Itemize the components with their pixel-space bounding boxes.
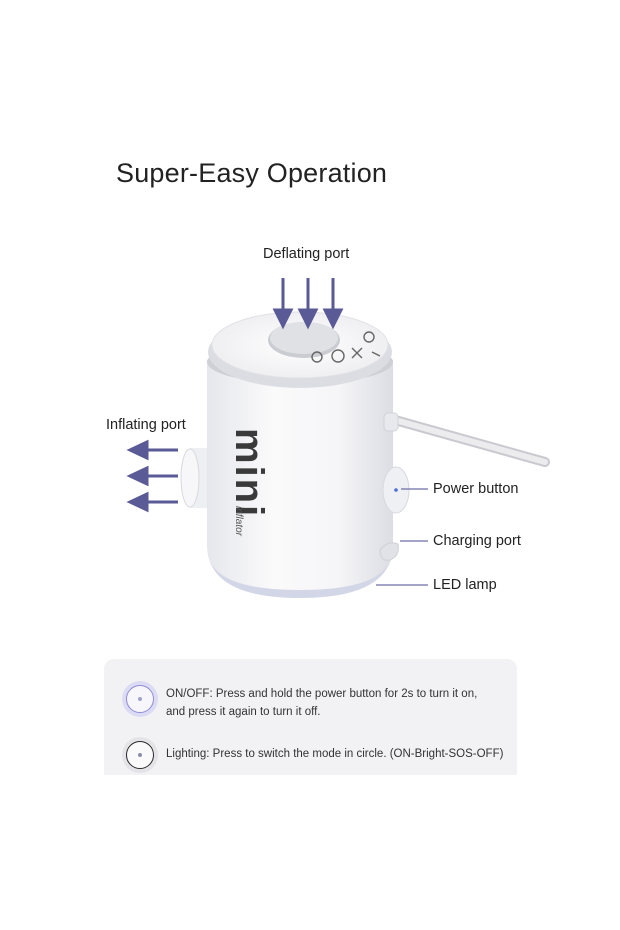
inflating-arrows (126, 439, 178, 513)
lighting-text: Lighting: Press to switch the mode in ci… (166, 748, 504, 760)
power-button-icon (126, 685, 154, 713)
device-body: mini inflator (207, 311, 410, 598)
page-title: Super-Easy Operation (116, 158, 388, 188)
cable (390, 415, 550, 467)
lighting-button-icon (126, 741, 154, 769)
subtitle-text: inflator (233, 506, 244, 537)
product-diagram: mini inflator (126, 278, 550, 598)
leader-lines (376, 488, 428, 586)
charging-port (379, 542, 399, 561)
inflating-nozzle (180, 448, 211, 508)
led-lamp-label: LED lamp (433, 577, 497, 593)
onoff-text: ON/OFF: Press and hold the power button … (166, 688, 478, 718)
deflating-port-label: Deflating port (263, 246, 350, 262)
inflating-port-label: Inflating port (106, 417, 186, 433)
charging-port-label: Charging port (433, 533, 521, 549)
power-button-label: Power button (433, 481, 519, 497)
info-panel: ON/OFF: Press and hold the power button … (104, 659, 517, 775)
brand-text: mini (227, 428, 271, 518)
deflating-arrows (272, 278, 344, 330)
